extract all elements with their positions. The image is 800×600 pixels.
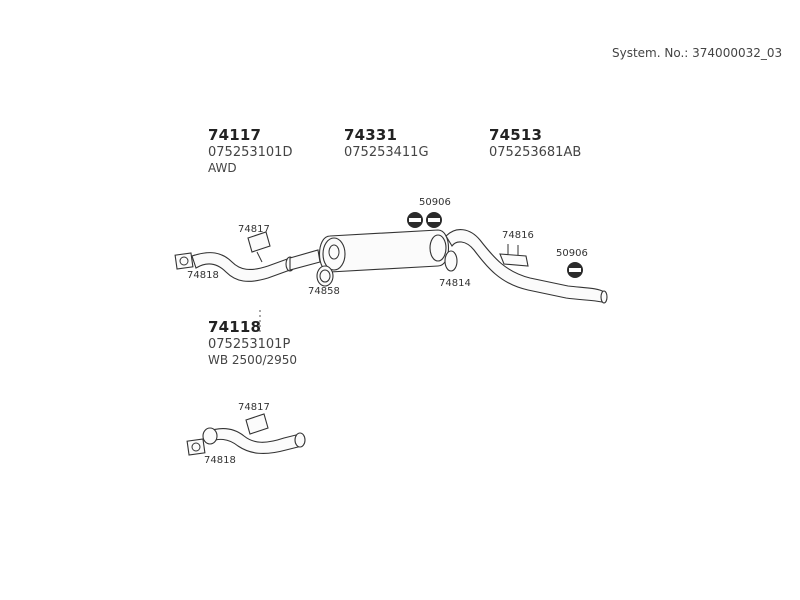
callout-label: 74817 <box>238 402 270 413</box>
callout-label: 74817 <box>238 224 270 235</box>
part-number: 74513 <box>489 126 543 144</box>
callout-label: 74818 <box>204 455 236 466</box>
part-note: WB 2500/2950 <box>208 353 298 367</box>
part-note: AWD <box>208 161 237 175</box>
callout-label: 74858 <box>308 286 340 297</box>
front-pipe-74118[interactable] <box>205 427 306 455</box>
part-group-74118: 74118 075253101P WB 2500/2950 <box>208 318 297 368</box>
gasket-icon <box>186 427 218 456</box>
gasket-icon <box>174 252 194 270</box>
oe-number: 075253411G <box>344 144 429 160</box>
tail-pipe-74513[interactable] <box>445 229 608 304</box>
sealing-ring-icon <box>444 250 458 272</box>
part-group-74513: 74513 075253681AB <box>489 126 581 161</box>
sealing-ring-icon <box>316 265 334 287</box>
part-group-74117: 74117 075253101D AWD <box>208 126 292 176</box>
front-pipe-74117[interactable] <box>191 249 321 282</box>
middle-muffler-74331[interactable] <box>318 229 450 273</box>
oe-number: 075253101P <box>208 336 291 352</box>
callout-label: 50906 <box>556 248 588 259</box>
part-number: 74118 <box>208 318 262 336</box>
callout-label: 74816 <box>502 230 534 241</box>
callout-label: 74818 <box>187 270 219 281</box>
bracket-icon <box>499 244 529 267</box>
oe-number: 075253681AB <box>489 144 582 160</box>
bracket-icon <box>245 413 269 435</box>
bracket-icon <box>247 231 271 263</box>
part-group-74331: 74331 075253411G <box>344 126 429 161</box>
part-number: 74117 <box>208 126 262 144</box>
part-number: 74331 <box>344 126 398 144</box>
callout-label: 74814 <box>439 278 471 289</box>
clamp-icon <box>567 262 583 278</box>
oe-number: 075253101D <box>208 144 293 160</box>
system-number: System. No.: 374000032_03 <box>612 46 783 60</box>
clamp-icon <box>407 212 442 228</box>
callout-label: 50906 <box>419 197 451 208</box>
